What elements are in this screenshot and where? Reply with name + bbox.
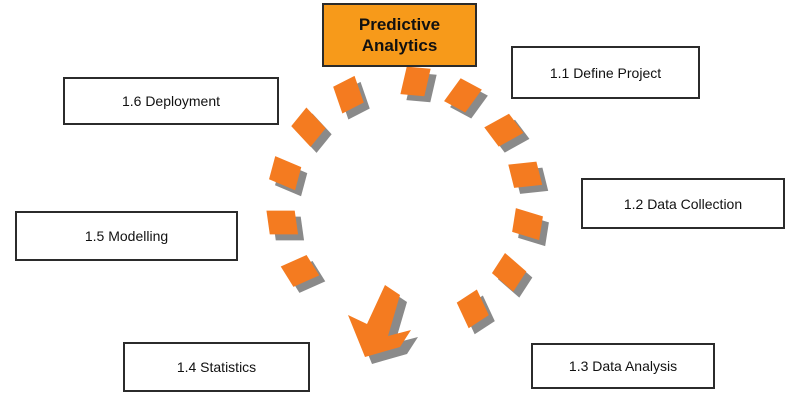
arrowhead [348, 285, 411, 357]
ring-segment [400, 66, 431, 97]
title-line-1: Predictive [358, 15, 441, 34]
step-label: 1.6 Deployment [121, 93, 221, 109]
step-define-project: 1.1 Define Project [511, 46, 700, 99]
step-data-collection: 1.2 Data Collection [581, 178, 785, 229]
ring-segment [484, 113, 524, 147]
ring-segment [508, 161, 543, 188]
step-label: 1.2 Data Collection [623, 195, 743, 212]
title-line-2: Analytics [361, 36, 438, 55]
cycle-segments [266, 66, 543, 329]
step-data-analysis: 1.3 Data Analysis [531, 343, 715, 389]
ring-segment [444, 78, 482, 113]
step-statistics: 1.4 Statistics [123, 342, 310, 392]
step-label: 1.1 Define Project [549, 64, 662, 81]
step-deployment: 1.6 Deployment [63, 77, 279, 125]
step-label: 1.3 Data Analysis [568, 358, 678, 374]
ring-segment [269, 156, 302, 191]
step-modelling: 1.5 Modelling [15, 211, 238, 261]
ring-segment [456, 289, 489, 329]
step-label: 1.4 Statistics [176, 359, 257, 375]
ring-segment [266, 210, 299, 235]
ring-segment [491, 252, 527, 292]
ring-segment [280, 255, 320, 287]
cycle-shadows [272, 72, 549, 335]
ring-segment [291, 107, 326, 147]
ring-segment [512, 208, 543, 241]
title-box: Predictive Analytics [322, 3, 477, 67]
ring-segment [333, 75, 364, 114]
step-label: 1.5 Modelling [84, 228, 169, 244]
cycle-arrowhead [348, 285, 418, 364]
